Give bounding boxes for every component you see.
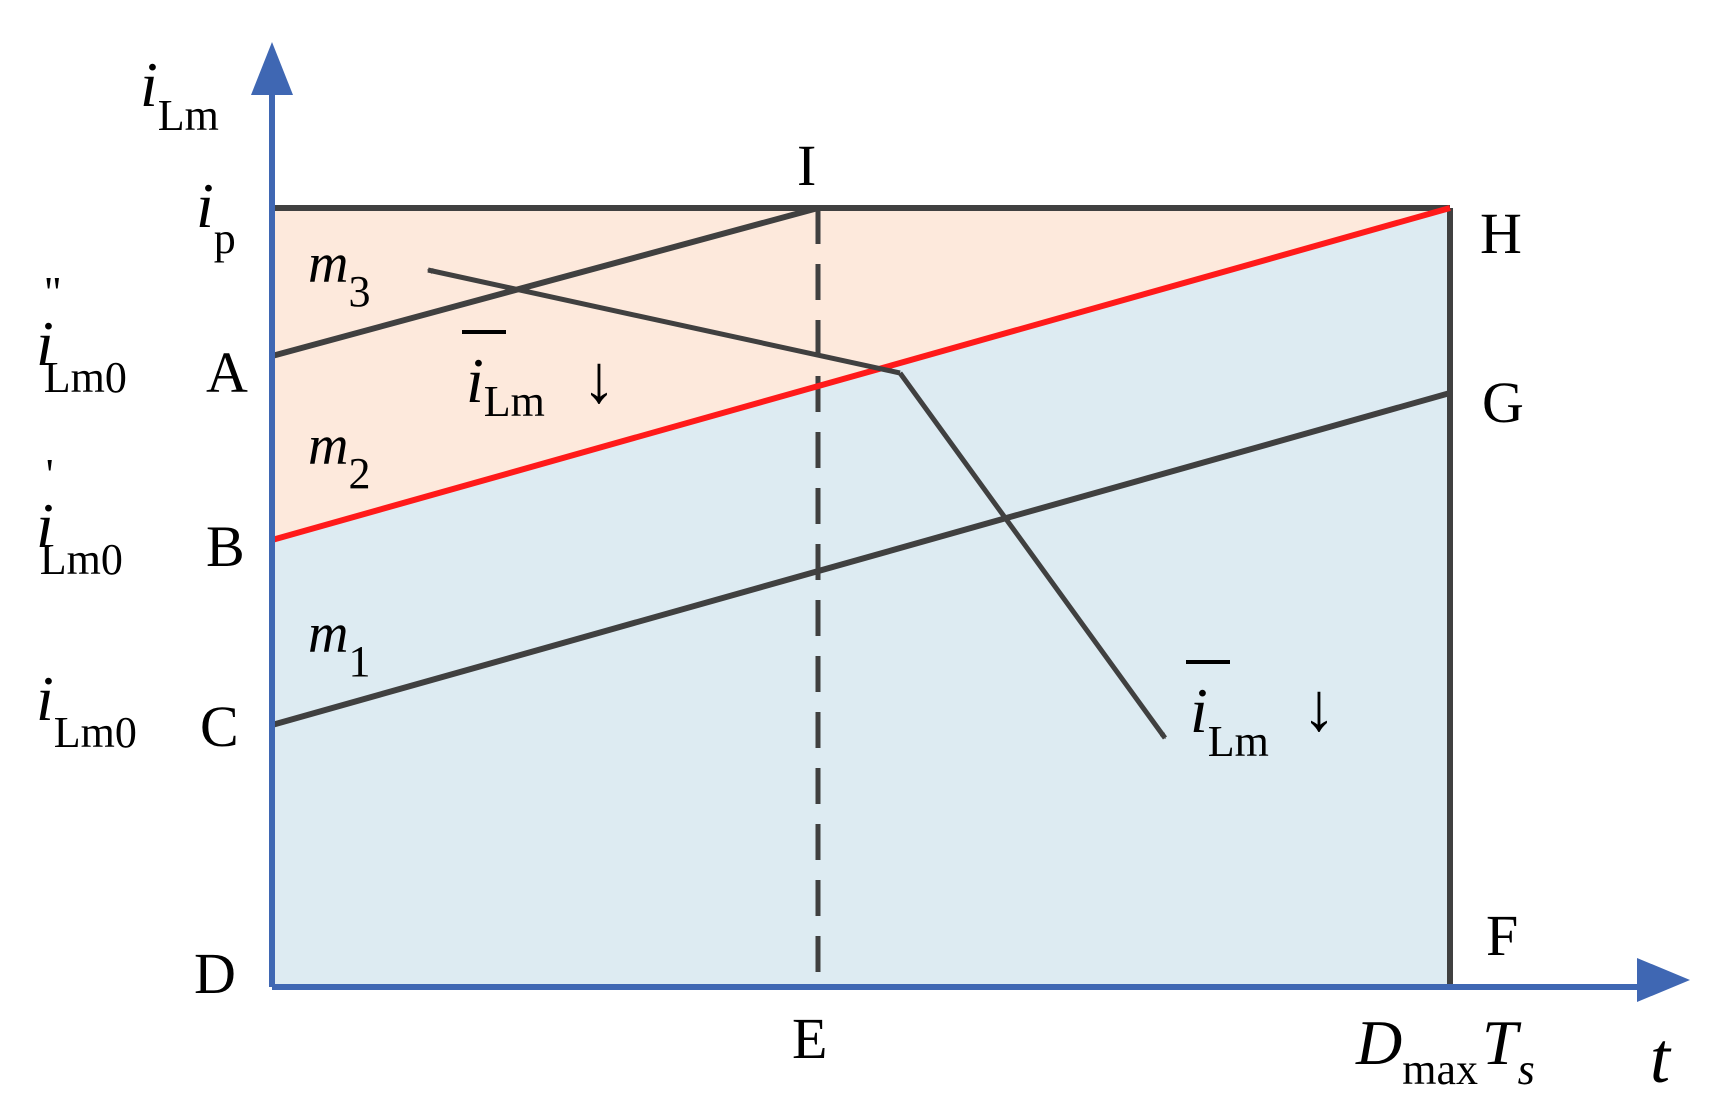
avg-current-lower: iLm [1190,675,1269,766]
slope-m2: m2 [308,415,370,498]
arrow-to-lower-right [897,371,1168,740]
arrow-to-m3 [426,267,901,376]
label-ilm0: iLm0 [36,663,137,757]
point-f: F [1486,903,1518,968]
x-axis-label: t [1650,1018,1672,1098]
label-ip: ip [196,170,236,263]
slope-m1: m1 [308,603,370,686]
point-a: A [206,340,248,405]
label-ilm0-double-prime: i"Lm0 [36,268,127,402]
point-e: E [792,1006,827,1071]
x-tick-dmax-ts: DmaxTs [1355,1007,1535,1094]
point-c: C [200,694,239,759]
line-m3-ai [271,205,819,359]
down-arrow-lower: ↓ [1302,669,1336,745]
lower-region [272,208,1450,987]
down-arrow-upper: ↓ [582,341,616,417]
y-axis-label: iLm [140,49,219,140]
point-d: D [194,941,236,1006]
y-axis-arrowhead [251,42,293,95]
line-m2-bh [271,205,1451,543]
point-g: G [1482,370,1524,435]
point-b: B [206,514,245,579]
label-ilm0-prime: i'Lm0 [36,450,123,584]
avg-current-upper: iLm [466,345,545,426]
point-h: H [1480,201,1522,266]
point-i: I [797,133,816,198]
x-axis-arrowhead [1637,958,1690,1002]
line-m1-cg [271,390,1451,728]
slope-m3: m3 [308,233,370,316]
